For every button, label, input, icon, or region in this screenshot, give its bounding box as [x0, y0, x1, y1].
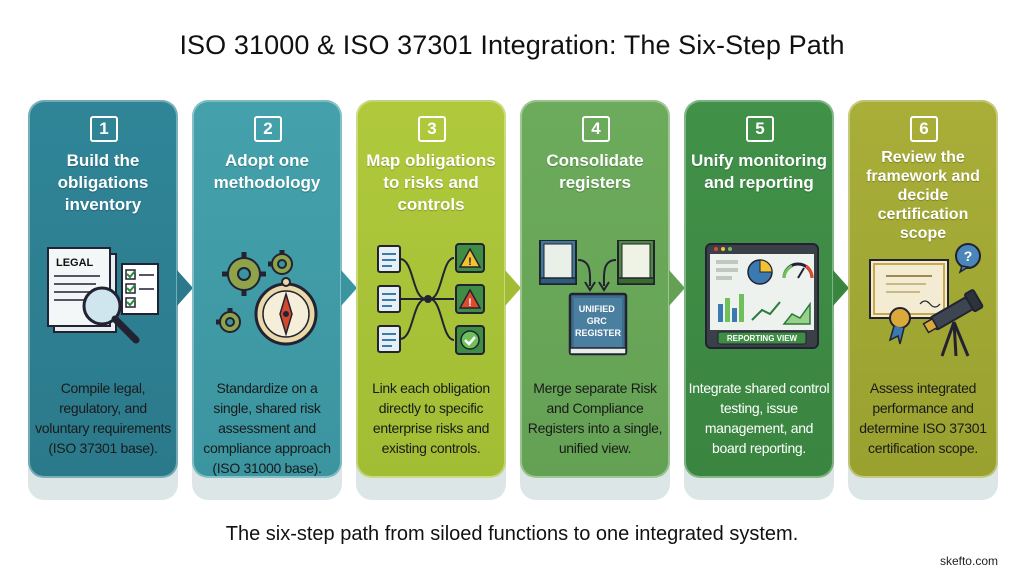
legal-document-magnifier-icon: LEGAL — [40, 240, 170, 360]
step-card-2: 2 Adopt one methodology Sta — [192, 100, 342, 478]
step-card-1: 1 Build the obligations inventory LEGAL … — [28, 100, 178, 478]
step-title: Unify monitoring and reporting — [691, 151, 827, 192]
page-title: ISO 31000 & ISO 37301 Integration: The S… — [179, 30, 845, 60]
step-description: Standardize on a single, shared risk ass… — [203, 380, 331, 476]
step-card-5: 5 Unify monitoring and reporting REPORTI… — [684, 100, 834, 478]
question-icon: ? — [964, 248, 973, 264]
unified-register-icon: UNIFIED GRC REGISTER — [532, 239, 662, 360]
step-number: 4 — [582, 116, 610, 142]
svg-text:!: ! — [468, 256, 472, 268]
mapping-flow-icon: ! ! — [368, 240, 498, 360]
step-description: Link each obligation directly to specifi… — [372, 380, 490, 456]
brand-watermark: skefto.com — [939, 554, 998, 568]
step-description: Assess integrated performance and determ… — [859, 380, 987, 456]
reporting-dashboard-icon: REPORTING VIEW — [696, 240, 826, 360]
step-number: 1 — [90, 116, 118, 142]
step-description: Compile legal, regulatory, and voluntary… — [35, 380, 171, 456]
legal-label: LEGAL — [56, 257, 94, 269]
step-title: Adopt one methodology — [213, 151, 321, 192]
certificate-telescope-icon: ? — [860, 240, 990, 360]
step-card-6: 6 Review the framework and decide certif… — [848, 100, 998, 478]
reporting-view-label: REPORTING VIEW — [727, 334, 798, 343]
step-card-3: 3 Map obligations to risks and controls — [356, 100, 506, 478]
step-title: Consolidate registers — [546, 151, 644, 192]
step-description: Integrate shared control testing, issue … — [688, 380, 830, 456]
step-card-4: 4 Consolidate registers UNIFIED GRC REGI… — [520, 100, 670, 478]
step-title: Build the obligations inventory — [57, 151, 149, 214]
gears-compass-icon — [204, 240, 334, 360]
caption: The six-step path from siloed functions … — [225, 523, 799, 545]
step-number: 3 — [418, 116, 446, 142]
register-label: UNIFIED GRC REGISTER — [575, 304, 622, 338]
svg-text:!: ! — [468, 297, 472, 309]
step-number: 5 — [746, 116, 774, 142]
step-description: Merge separate Risk and Compliance Regis… — [527, 380, 663, 456]
step-number: 2 — [254, 116, 282, 142]
step-title: Map obligations to risks and controls — [366, 151, 496, 214]
step-number: 6 — [910, 116, 938, 142]
step-title: Review the framework and decide certific… — [866, 149, 980, 242]
